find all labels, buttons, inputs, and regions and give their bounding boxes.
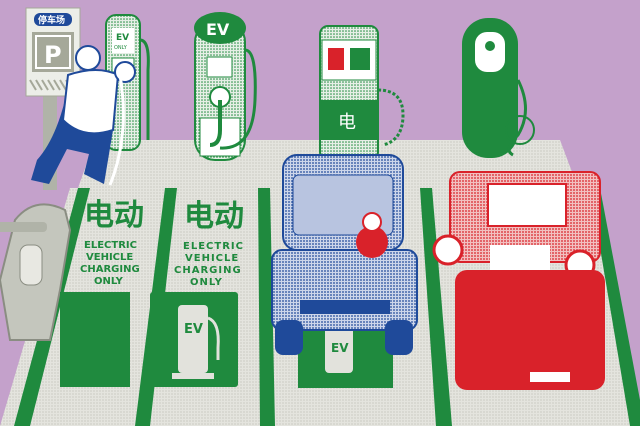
svg-text:停车场: 停车场 (38, 14, 65, 26)
svg-text:ONLY: ONLY (190, 277, 223, 288)
svg-text:ONLY: ONLY (94, 276, 124, 287)
svg-text:ELECTRIC: ELECTRIC (183, 241, 244, 252)
svg-text:ELECTRIC: ELECTRIC (84, 240, 137, 251)
svg-text:ONLY: ONLY (114, 45, 128, 51)
charging-cable (108, 74, 125, 186)
ev-charger-3: 电 (319, 25, 405, 161)
red-car (432, 171, 605, 390)
svg-text:电: 电 (338, 112, 356, 133)
blue-car (271, 154, 418, 355)
svg-text:P: P (44, 41, 62, 69)
svg-text:CHARGING: CHARGING (174, 265, 242, 276)
person-charging (31, 45, 136, 184)
svg-text:电动: 电动 (84, 198, 144, 233)
pump-label: EV (184, 322, 203, 337)
spot-left-marking: 电动 ELECTRIC VEHICLE CHARGING ONLY (60, 198, 144, 387)
svg-text:VEHICLE: VEHICLE (86, 252, 133, 263)
ev-charger-2: EV (194, 12, 257, 161)
svg-text:EV: EV (206, 20, 230, 39)
electric-scooter (0, 203, 72, 341)
spot-center-marking: 电动 ELECTRIC VEHICLE CHARGING ONLY EV (150, 199, 244, 387)
svg-text:EV: EV (116, 33, 129, 43)
svg-text:VEHICLE: VEHICLE (185, 253, 239, 264)
ev-charger-4 (462, 18, 535, 158)
spot-title: 电动 (184, 199, 244, 234)
svg-text:EV: EV (331, 341, 349, 355)
svg-text:CHARGING: CHARGING (80, 264, 140, 275)
